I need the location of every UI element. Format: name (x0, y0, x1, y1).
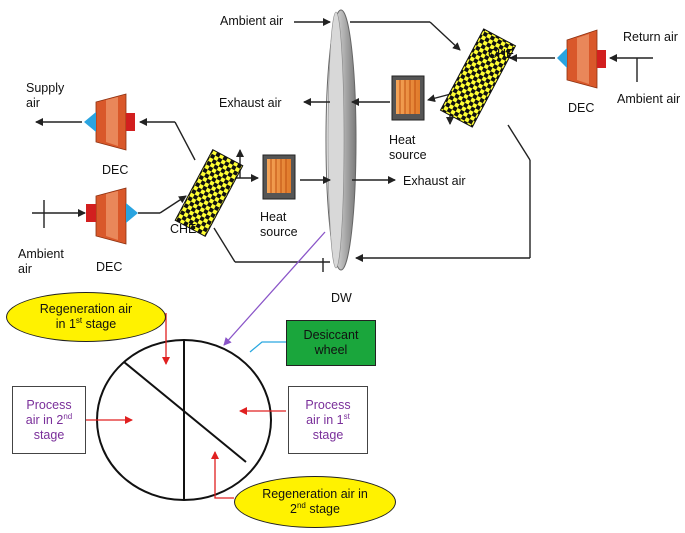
label-ambient-air-left: Ambient air (18, 247, 64, 277)
dec-right (557, 29, 606, 89)
desiccant-wheel-box: Desiccant wheel (286, 320, 376, 366)
supply-air-line2: air (26, 96, 40, 110)
label-che-right: CHE (488, 47, 515, 61)
process-air-2nd-stage-box: Process air in 2nd stage (12, 386, 86, 454)
regeneration-air-2nd-stage-ellipse: Regeneration air in 2nd stage (234, 476, 396, 528)
heat-source-left-line2: source (260, 225, 298, 239)
regen2-line1: Regeneration air in (262, 487, 368, 501)
process1-line3: stage (312, 427, 344, 442)
process2-line1: Process (26, 397, 72, 412)
heat-source-right-line1: Heat (389, 133, 416, 147)
regeneration-air-1st-stage-ellipse: Regeneration air in 1st stage (6, 292, 166, 342)
label-exhaust-air-top: Exhaust air (219, 96, 282, 110)
supply-air-line1: Supply (26, 81, 65, 95)
purple-pointer-line (223, 231, 326, 346)
label-ambient-air-top: Ambient air (220, 14, 284, 28)
process-air-1st-stage-box: Process air in 1st stage (288, 386, 368, 454)
label-dw: DW (331, 291, 352, 305)
label-dec-left-top: DEC (102, 163, 129, 177)
desiccant-line1: Desiccant (303, 328, 359, 342)
red-arrows (86, 313, 286, 499)
blue-connector-line (249, 341, 286, 353)
che-left (174, 149, 244, 237)
label-heat-source-right: Heat source (389, 133, 439, 163)
process2-line2: air in 2nd (25, 411, 73, 427)
regen1-line1: Regeneration air (39, 302, 133, 316)
ambient-air-left-line2: air (18, 262, 32, 276)
ambient-air-left-line1: Ambient (18, 247, 64, 261)
desiccant-wheel-dw (325, 9, 357, 271)
regen2-line2: 2nd stage (290, 500, 340, 516)
label-supply-air: Supply air (26, 81, 64, 111)
dec-left-bottom (86, 187, 138, 245)
dec-left-top (84, 93, 135, 151)
heat-source-left (262, 154, 296, 200)
label-dec-left-bottom: DEC (96, 260, 123, 274)
label-dec-right: DEC (568, 101, 595, 115)
heat-source-right (391, 75, 425, 121)
process2-line3: stage (33, 427, 65, 442)
desiccant-line2: wheel (314, 343, 348, 357)
heat-source-right-line2: source (389, 148, 427, 162)
label-return-air: Return air (623, 30, 678, 44)
process1-line2: air in 1st (306, 411, 350, 427)
process1-line1: Process (305, 397, 351, 412)
label-heat-source-left: Heat source (260, 210, 298, 240)
label-che-left: CHE (170, 222, 197, 236)
label-ambient-air-right: Ambient air (617, 92, 681, 106)
label-exhaust-air-mid: Exhaust air (403, 174, 466, 188)
heat-source-left-line1: Heat (260, 210, 287, 224)
che-right (439, 28, 517, 128)
regen1-line2: in 1st stage (55, 315, 117, 331)
